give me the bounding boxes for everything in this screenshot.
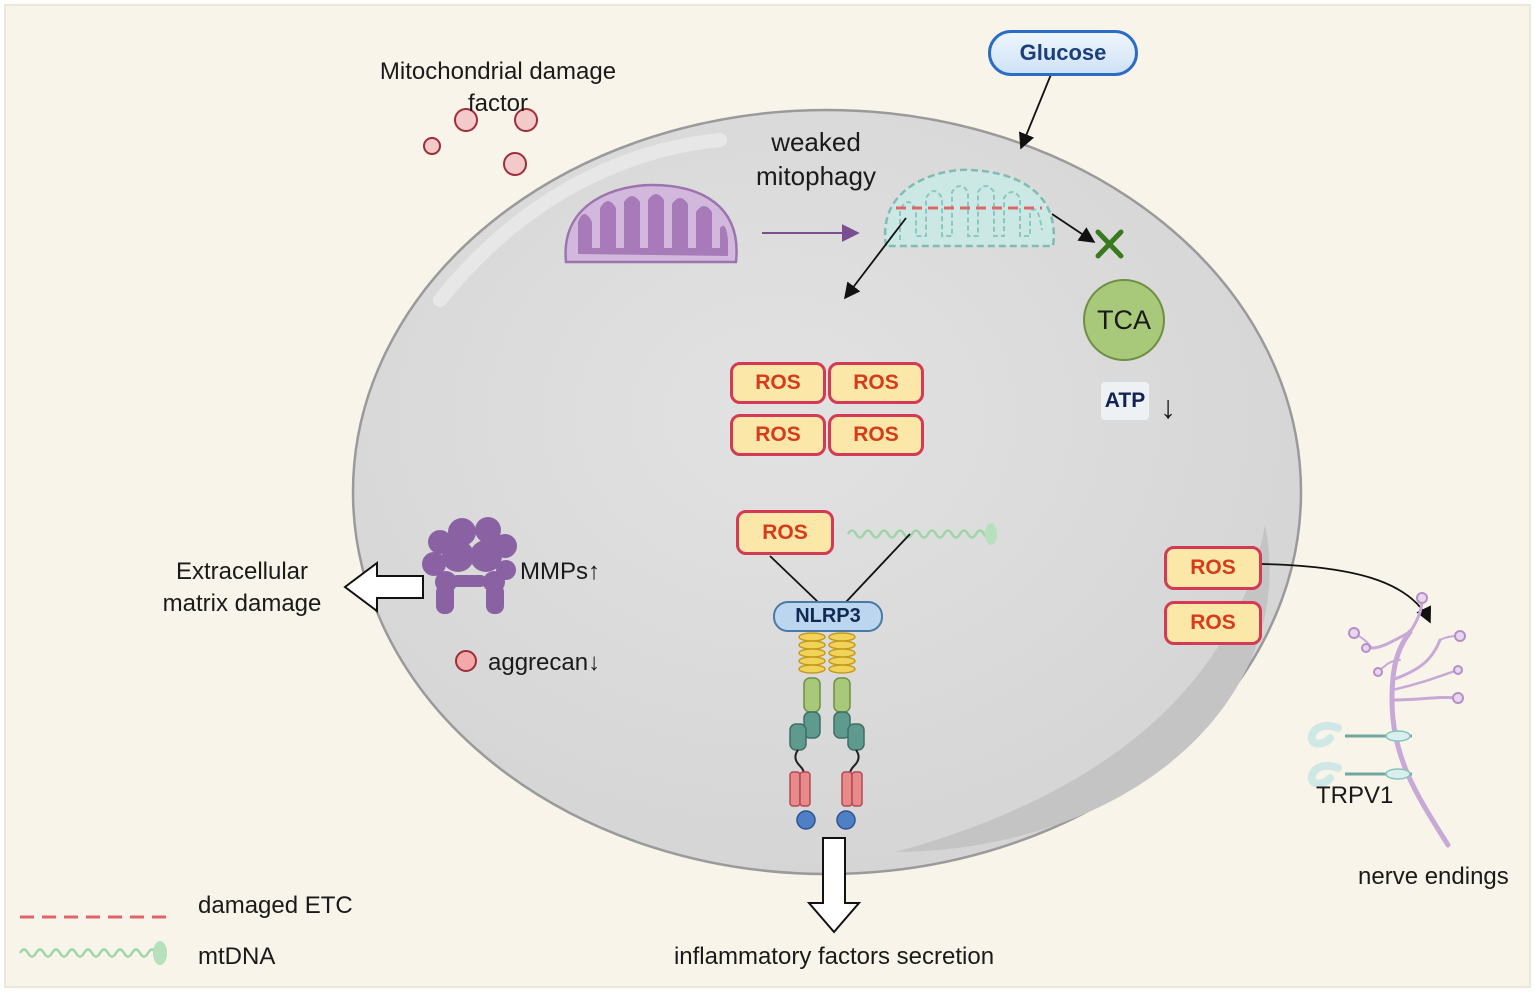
weaked-mitophagy-label: weaked mitophagy (756, 127, 876, 191)
nlrp3-box: NLRP3 (773, 601, 883, 632)
inflammatory-down-arrow (806, 837, 862, 934)
ros-box: ROS (828, 414, 924, 456)
glucose-label: Glucose (1019, 40, 1107, 65)
ros-box: ROS (730, 414, 826, 456)
damage-factor-particles (423, 108, 538, 176)
aggrecan-label: aggrecan↓ (488, 649, 601, 676)
inflammasome-chain-right (828, 632, 865, 830)
healthy-mitochondrion (564, 183, 738, 264)
cell-highlight (433, 133, 727, 307)
damaged-mitochondrion (883, 168, 1056, 248)
mmps-label: MMPs↑ (520, 558, 600, 585)
ros-to-nlrp3-line (769, 555, 819, 603)
glucose-box: Glucose (988, 30, 1138, 76)
glucose-arrow (1019, 71, 1053, 150)
cell-shadow (895, 525, 1270, 852)
ros-box: ROS (1164, 546, 1262, 590)
inflammatory-label: inflammatory factors secretion (673, 943, 995, 970)
ros-box: ROS (828, 362, 924, 404)
legend-mtdna-swatch-end (153, 941, 167, 965)
mtdna-wave (846, 529, 994, 539)
atp-label: ATP (1104, 389, 1146, 412)
atp-box: ATP (1101, 382, 1149, 420)
inflammasome-chain-left (789, 632, 826, 830)
blocked-x-mark (1095, 229, 1124, 259)
legend-mtdna-label: mtDNA (198, 943, 276, 970)
nerve-ending-graphic (1353, 598, 1461, 848)
ecm-left-arrow (343, 561, 424, 613)
nerve-ending-tips (1348, 592, 1466, 704)
nlrp3-label: NLRP3 (795, 605, 861, 627)
ecm-damage-label: Extracellular matrix damage (162, 558, 322, 617)
mito-to-x-arrow (1051, 213, 1096, 243)
mito-to-ros-arrow (844, 217, 907, 300)
atp-decrease-arrow: ↓ (1160, 389, 1176, 425)
legend-etc-label: damaged ETC (198, 892, 353, 919)
ros-box: ROS (730, 362, 826, 404)
aggrecan-dot (455, 650, 477, 672)
legend-mtdna-swatch (18, 948, 158, 958)
tca-circle (1083, 279, 1165, 361)
mito-damage-factor-label: Mitochondrial damage factor (379, 58, 617, 117)
mmps-protein-icon (422, 517, 517, 614)
mtdna-wave-end (985, 523, 997, 545)
trpv1-receptors (1307, 721, 1412, 788)
trpv1-label: TRPV1 (1316, 782, 1394, 809)
ros-box: ROS (736, 510, 834, 555)
tca-label: TCA (1097, 305, 1151, 335)
nerve-endings-label: nerve endings (1358, 863, 1509, 890)
ros-box: ROS (1164, 601, 1262, 645)
mtdna-to-nlrp3-line (845, 533, 911, 603)
